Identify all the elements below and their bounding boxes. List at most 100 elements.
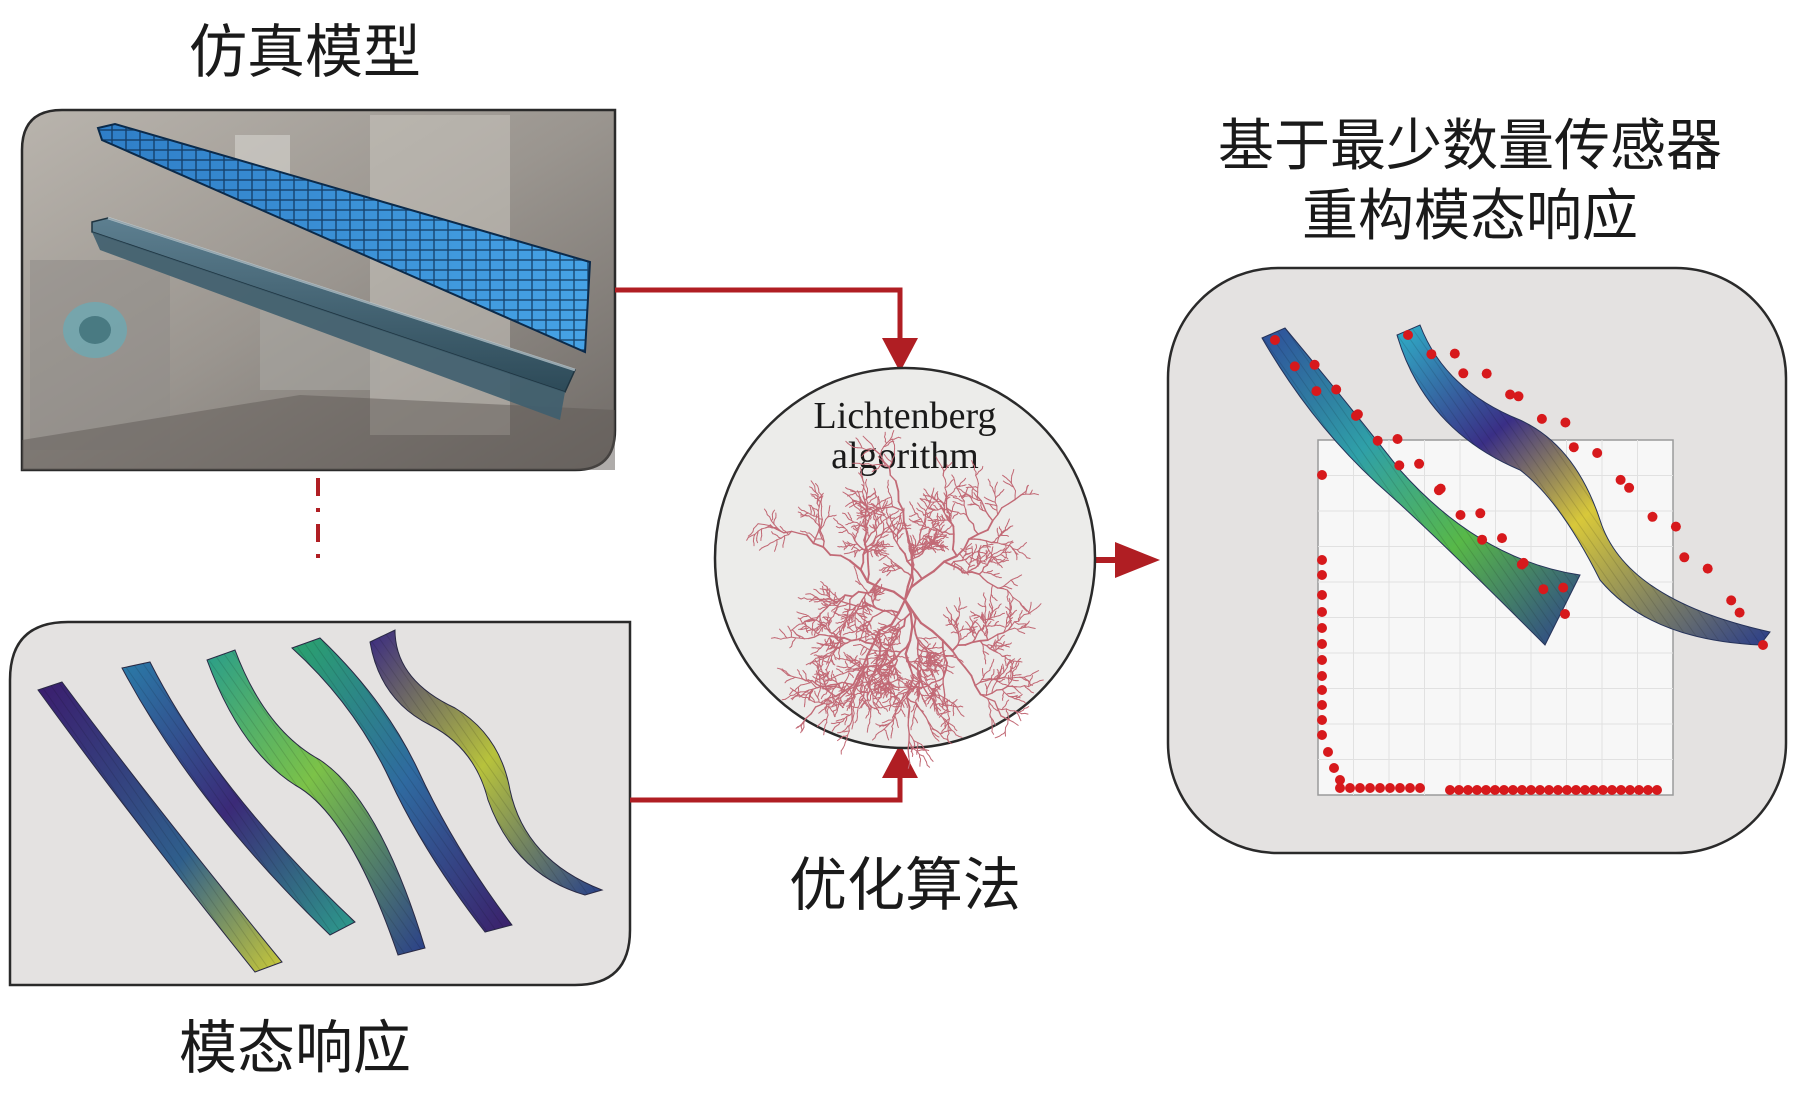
arrow-model-to-algorithm [615,287,918,372]
arrow-algorithm-to-result [1093,542,1160,578]
sensor-point [1481,368,1492,379]
reconstruction-panel [1166,266,1788,855]
sensor-point [1499,785,1509,795]
sensor-point [1317,590,1327,600]
sensor-point [1634,785,1644,795]
sensor-point [1571,785,1581,795]
sensor-point [1702,563,1713,574]
sensor-point [1415,783,1425,793]
reconstruction-title-line1: 基于最少数量传感器 [1218,114,1722,179]
sensor-point [1558,582,1569,593]
sensor-point [1385,783,1395,793]
sensor-point [1477,534,1488,545]
sensor-point [1508,785,1518,795]
sensor-point [1513,391,1524,402]
sensor-point [1335,775,1345,785]
blade-mesh [96,122,592,354]
sensor-point [1317,639,1327,649]
sensor-point [1455,510,1466,520]
sensor-point [1317,700,1327,710]
sensor-point [1562,785,1572,795]
sensor-point [1449,348,1460,359]
simulation-model-panel [20,108,617,472]
sensor-point [1405,783,1415,793]
sensor-point [1311,386,1322,397]
sensor-point [1624,482,1635,493]
sensor-point [1309,359,1320,370]
sensor-point [1317,555,1327,565]
sensor-point [1580,785,1590,795]
sensor-point [1331,384,1342,395]
sensor-point [1518,557,1529,568]
sensor-point [1317,655,1327,665]
sensor-point [1317,715,1327,725]
sensor-point [1481,785,1491,795]
sensor-point [1475,508,1486,519]
sensor-point [1538,584,1549,595]
sensor-point [1323,747,1333,757]
sensor-point [1352,409,1363,420]
sensor-point [1355,783,1365,793]
sensor-point [1403,330,1413,340]
sensor-point [1317,607,1327,617]
sensor-point [1517,785,1527,795]
sensor-point [1317,623,1327,633]
modal-response-title: 模态响应 [179,1014,411,1082]
sensor-point [1560,417,1571,428]
sensor-point [1426,349,1437,360]
sensor-point [1345,783,1355,793]
sensor-point [1317,470,1327,480]
sensor-point [1616,785,1626,795]
sensor-point [1526,785,1536,795]
sensor-point [1553,785,1563,795]
sensor-point [1726,595,1737,606]
lichtenberg-fractal [746,430,1044,769]
sensor-point [1536,413,1547,424]
reconstruction-title-line2: 重构模态响应 [1302,184,1638,249]
sensor-point [1414,458,1425,469]
sensor-point [1625,785,1635,795]
sensor-point [1497,533,1507,544]
sensor-point [1375,783,1385,793]
sensor-point [1734,607,1745,618]
sensor-point [1317,730,1327,740]
sensor-point [1647,511,1658,522]
sensor-point [1679,552,1690,563]
sensor-point [1289,361,1300,372]
sensor-point [1435,483,1446,494]
sensor-point [1544,785,1554,795]
sensor-point [1652,785,1662,795]
sensor-point [1329,763,1339,773]
optimization-algorithm-label: 优化算法 [789,851,1021,919]
sensor-point [1598,785,1608,795]
algorithm-label-line2: algorithm [831,435,979,477]
sensor-point [1643,785,1653,795]
sensor-point [1395,783,1405,793]
sensor-point [1472,785,1482,795]
sensor-point [1490,785,1500,795]
sensor-point [1445,785,1455,795]
sensor-points [1270,330,1768,795]
sensor-point [1458,368,1469,379]
sensor-point [1335,783,1345,793]
sensor-point [1589,785,1599,795]
sensor-point [1317,570,1327,580]
modal-response-panel [8,620,632,987]
sensor-point [1454,785,1464,795]
sensor-point [1394,460,1405,471]
sensor-point [1372,435,1383,446]
sensor-point [1365,783,1375,793]
simulation-model-title: 仿真模型 [189,18,421,86]
sensor-point [1560,609,1570,619]
sensor-point [1392,434,1403,444]
sensor-point [1607,785,1617,795]
algorithm-label-line1: Lichtenberg [814,395,997,437]
sensor-point [1615,474,1626,485]
sensor-point [1317,671,1327,681]
sensor-point [1317,685,1327,695]
sensor-point [1568,442,1579,453]
sensor-point [1758,640,1768,650]
sensor-point [1535,785,1545,795]
sensor-point [1463,785,1473,795]
